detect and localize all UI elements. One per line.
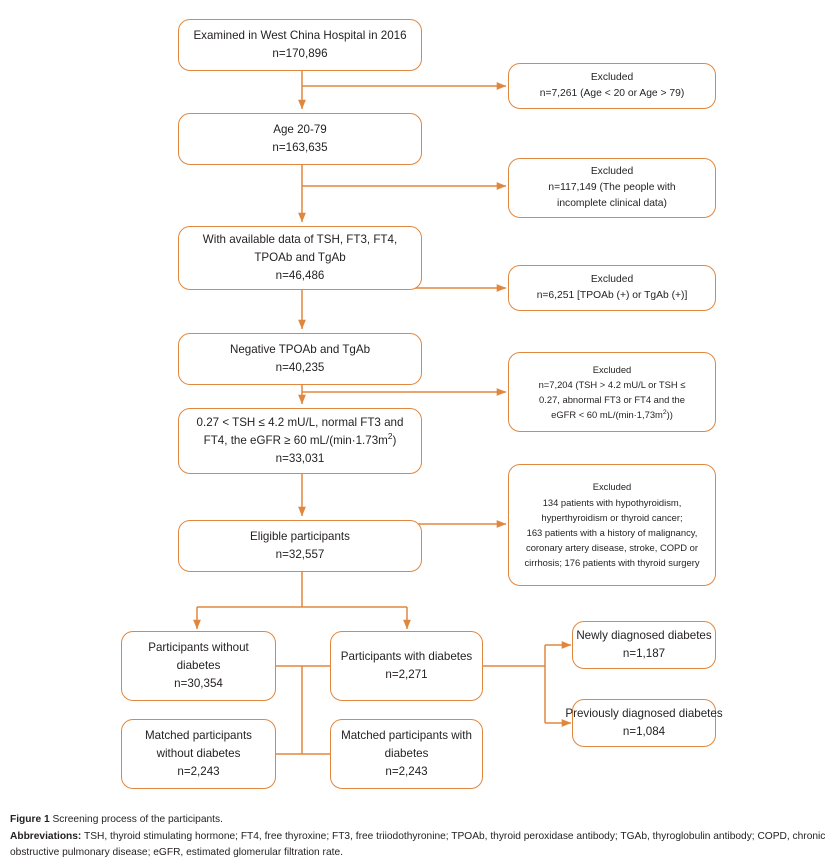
node-available-data-line2: TPOAb and TgAb: [254, 251, 346, 265]
node-excluded-thyroid-line2: n=7,204 (TSH > 4.2 mU/L or TSH ≤: [538, 378, 686, 390]
node-eligible-line2: n=32,557: [275, 548, 325, 561]
node-normal-range-line2-b: ): [392, 434, 397, 448]
node-excluded-comorbidity-line4: 163 patients with a history of malignanc…: [526, 527, 698, 538]
node-available-data-line1: With available data of TSH, FT3, FT4,: [202, 233, 398, 247]
node-previously-diagnosed-line1: Previously diagnosed diabetes: [565, 707, 723, 721]
node-without-diabetes-line3: n=30,354: [174, 676, 223, 690]
node-excluded-antibody: Excluded n=6,251 [TPOAb (+) or TgAb (+)]: [508, 265, 716, 311]
node-with-diabetes: Participants with diabetes n=2,271: [330, 631, 483, 701]
node-excluded-comorbidity-line1: Excluded: [592, 481, 632, 493]
node-examined: Examined in West China Hospital in 2016 …: [178, 19, 422, 71]
node-excluded-age: Excluded n=7,261 (Age < 20 or Age > 79): [508, 63, 716, 109]
node-excluded-comorbidity: Excluded 134 patients with hypothyroidis…: [508, 464, 716, 586]
node-matched-without-line1: Matched participants: [145, 729, 252, 743]
figure-caption: Figure 1 Screening process of the partic…: [10, 812, 834, 862]
node-excluded-comorbidity-line2: 134 patients with hypothyroidism,: [542, 496, 682, 508]
node-without-diabetes-line1: Participants without: [148, 641, 249, 655]
node-available-data: With available data of TSH, FT3, FT4, TP…: [178, 226, 422, 290]
node-excluded-thyroid-line3: 0.27, abnormal FT3 or FT4 and the: [539, 394, 685, 405]
node-negative-antibody: Negative TPOAb and TgAb n=40,235: [178, 333, 422, 385]
caption-title-text: Screening process of the participants.: [52, 814, 223, 825]
node-matched-with-diabetes: Matched participants with diabetes n=2,2…: [330, 719, 483, 789]
node-available-data-line3: n=46,486: [275, 268, 325, 282]
node-newly-diagnosed: Newly diagnosed diabetes n=1,187: [572, 621, 716, 669]
node-negative-antibody-line2: n=40,235: [275, 361, 325, 374]
node-normal-range-line2: FT4, the eGFR ≥ 60 mL/(min·1.73m2): [204, 432, 397, 450]
node-normal-range-line2-a: FT4, the eGFR ≥ 60 mL/(min·1.73m: [203, 434, 388, 448]
node-matched-with-line3: n=2,243: [385, 764, 428, 778]
node-without-diabetes-line2: diabetes: [176, 659, 221, 673]
node-negative-antibody-line1: Negative TPOAb and TgAb: [229, 343, 371, 357]
node-without-diabetes: Participants without diabetes n=30,354: [121, 631, 276, 701]
node-with-diabetes-line2: n=2,271: [385, 668, 428, 681]
node-excluded-incomplete-line2: n=117,149 (The people with: [548, 182, 676, 194]
node-newly-diagnosed-line2: n=1,187: [622, 647, 666, 660]
node-excluded-antibody-line1: Excluded: [590, 274, 634, 286]
node-normal-range: 0.27 < TSH ≤ 4.2 mU/L, normal FT3 and FT…: [178, 408, 422, 474]
caption-abbreviations-text: TSH, thyroid stimulating hormone; FT4, f…: [10, 830, 826, 859]
node-eligible: Eligible participants n=32,557: [178, 520, 422, 572]
node-with-diabetes-line1: Participants with diabetes: [340, 650, 473, 664]
node-excluded-incomplete-line3: incomplete clinical data): [557, 197, 667, 209]
node-excluded-thyroid-line4-a: eGFR < 60 mL/(min·1,73m: [551, 409, 663, 421]
node-previously-diagnosed-line2: n=1,084: [622, 725, 666, 738]
node-newly-diagnosed-line1: Newly diagnosed diabetes: [576, 629, 712, 643]
node-examined-line1: Examined in West China Hospital in 2016: [193, 29, 407, 43]
node-excluded-age-line2: n=7,261 (Age < 20 or Age > 79): [539, 88, 685, 99]
node-excluded-age-line1: Excluded: [590, 72, 634, 84]
node-previously-diagnosed: Previously diagnosed diabetes n=1,084: [565, 699, 723, 747]
node-excluded-thyroid-line4-b: )): [666, 409, 673, 421]
node-eligible-line1: Eligible participants: [250, 530, 350, 544]
node-excluded-thyroid-line4-sup: 2: [662, 409, 667, 417]
node-matched-without-line3: n=2,243: [177, 764, 220, 778]
node-matched-without-line2: without diabetes: [156, 747, 241, 761]
node-excluded-thyroid-line4: eGFR < 60 mL/(min·1,73m2)): [551, 407, 673, 422]
node-matched-with-line2: diabetes: [384, 747, 429, 761]
caption-figure-label: Figure 1: [10, 814, 50, 825]
node-excluded-thyroid-function: Excluded n=7,204 (TSH > 4.2 mU/L or TSH …: [508, 352, 716, 432]
node-matched-with-line1: Matched participants with: [341, 729, 472, 743]
node-examined-line2: n=170,896: [272, 47, 328, 60]
node-normal-range-line2-sup: 2: [387, 431, 393, 442]
caption-abbreviations-line: Abbreviations: TSH, thyroid stimulating …: [10, 829, 834, 862]
node-excluded-thyroid-line1: Excluded: [592, 363, 632, 375]
node-age-range-line2: n=163,635: [272, 141, 328, 154]
node-excluded-comorbidity-line3: hyperthyroidism or thyroid cancer;: [541, 511, 683, 523]
node-normal-range-line3: n=33,031: [275, 451, 325, 465]
node-excluded-comorbidity-line5: coronary artery disease, stroke, COPD or: [526, 542, 698, 554]
node-excluded-incomplete-line1: Excluded: [590, 166, 634, 178]
node-matched-without-diabetes: Matched participants without diabetes n=…: [121, 719, 276, 789]
node-excluded-antibody-line2: n=6,251 [TPOAb (+) or TgAb (+)]: [536, 290, 688, 301]
node-excluded-incomplete: Excluded n=117,149 (The people with inco…: [508, 158, 716, 218]
node-excluded-comorbidity-line6: cirrhosis; 176 patients with thyroid sur…: [524, 557, 700, 569]
caption-title-line: Figure 1 Screening process of the partic…: [10, 812, 834, 829]
node-age-range: Age 20-79 n=163,635: [178, 113, 422, 165]
node-age-range-line1: Age 20-79: [273, 123, 327, 137]
node-normal-range-line1: 0.27 < TSH ≤ 4.2 mU/L, normal FT3 and: [196, 416, 404, 430]
caption-abbreviations-label: Abbreviations:: [10, 830, 82, 842]
